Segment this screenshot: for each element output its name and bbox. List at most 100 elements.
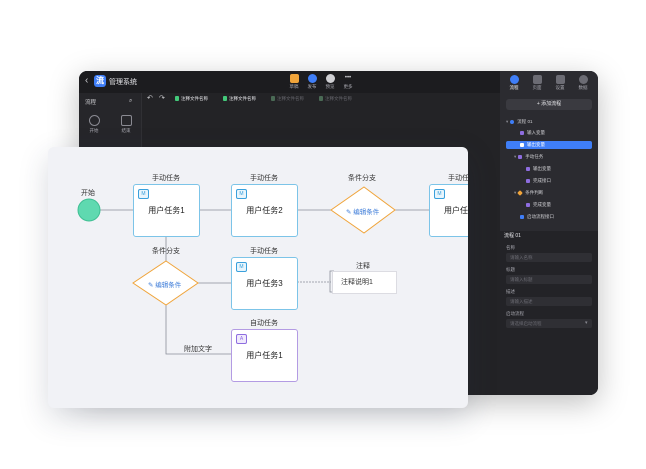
add-flow-button[interactable]: + 添加流程: [506, 99, 592, 110]
preview-button[interactable]: 预览: [321, 74, 339, 90]
more-icon: •••: [344, 75, 352, 81]
node-title: 用户任务1: [148, 206, 185, 215]
field-label: 标题: [506, 267, 515, 272]
tree-item[interactable]: ▾条件判断: [506, 189, 592, 197]
tree-item-label: 完成接口: [533, 178, 551, 183]
edit-icon: ✎: [148, 282, 154, 289]
condition-node[interactable]: [132, 260, 199, 306]
name-input[interactable]: 请输入名称: [506, 253, 592, 262]
tree-item-label: 输出变量: [533, 166, 551, 171]
tree-item[interactable]: ▾ 手动任务: [506, 153, 592, 161]
palette-item-start[interactable]: 开始: [83, 115, 105, 134]
file-icon: [319, 96, 323, 102]
draft-button[interactable]: 草稿: [285, 74, 303, 90]
page-icon: [532, 75, 542, 84]
palette-item-end[interactable]: 结束: [115, 115, 137, 134]
title-bar: ‹ 流 管理系统 草稿 发布 预览 ••• 更多: [79, 71, 500, 93]
left-panel-title: 流程: [85, 100, 97, 106]
condition-node[interactable]: [330, 186, 396, 234]
tree-item[interactable]: ▾ 流程 01: [506, 118, 592, 126]
right-panel: 流程 页面 设置 数据 + 添加流程 ▾ 流程 01 输入变量 输出变量 ▾ 手动任…: [500, 71, 598, 395]
task-node[interactable]: M 用户任务3: [231, 257, 298, 310]
file-tab[interactable]: 注释文件名称: [271, 95, 304, 103]
tab-settings[interactable]: 设置: [550, 75, 570, 91]
tree-item-label: 手动任务: [525, 154, 544, 159]
chevron-down-icon: ▾: [506, 119, 509, 124]
file-tab[interactable]: 注释文件名称: [223, 95, 256, 103]
task-node[interactable]: M 用户任务1: [133, 184, 200, 237]
file-icon: [271, 96, 275, 102]
tree-item[interactable]: 启动流程接口: [506, 213, 592, 221]
tab-data[interactable]: 数据: [573, 75, 593, 91]
tree-item[interactable]: 输出变量: [506, 165, 592, 173]
node-caption: 手动任务: [250, 248, 278, 255]
undo-icon[interactable]: ↶: [147, 95, 153, 102]
more-button[interactable]: ••• 更多: [339, 74, 357, 90]
palette-item-label: 开始: [89, 128, 99, 133]
variable-icon: [526, 202, 530, 207]
auto-task-node[interactable]: A 用户任务1: [231, 329, 298, 382]
manual-badge: M: [236, 262, 247, 272]
tree-item-label: 输出变量: [527, 142, 545, 147]
node-caption: 手动任: [448, 175, 468, 182]
title-input[interactable]: 请输入标题: [506, 275, 592, 284]
node-caption: 自动任务: [250, 320, 278, 327]
app-title: 管理系统: [109, 79, 137, 86]
edit-icon: ✎: [346, 209, 352, 216]
description-input[interactable]: 请输入描述: [506, 297, 592, 306]
node-title: 用户任务2: [246, 206, 283, 215]
task-node[interactable]: M 用户任务2: [231, 184, 298, 237]
condition-text: 编辑条件: [353, 209, 380, 216]
file-tab-label: 注释文件名称: [325, 96, 352, 101]
tree-item-label: 输入变量: [527, 130, 545, 135]
annotation-caption: 注释: [356, 263, 370, 270]
back-icon[interactable]: ‹: [85, 75, 89, 86]
flow-node-icon: [510, 119, 515, 124]
file-icon: [175, 96, 179, 102]
tree-item[interactable]: 完成接口: [506, 177, 592, 185]
condition-label[interactable]: ✎ 编辑条件: [346, 206, 379, 216]
file-tab[interactable]: 注释文件名称: [175, 95, 208, 103]
circle-icon: [88, 115, 100, 126]
file-tab-label: 注释文件名称: [229, 96, 256, 101]
tab-page[interactable]: 页面: [527, 75, 547, 91]
tab-label: 设置: [555, 85, 565, 90]
condition-text: 编辑条件: [155, 282, 182, 289]
settings-icon: [555, 75, 565, 84]
manual-badge: M: [434, 189, 445, 199]
search-icon[interactable]: ⌕: [129, 98, 133, 104]
preview-icon: [325, 74, 335, 83]
tree-item[interactable]: 完成变量: [506, 201, 592, 209]
node-caption: 手动任务: [250, 175, 278, 182]
condition-icon: [517, 189, 524, 196]
condition-caption: 条件分支: [348, 175, 376, 182]
flow-icon: [509, 75, 519, 84]
start-event[interactable]: [77, 198, 101, 222]
chevron-down-icon: ▾: [585, 320, 588, 326]
publish-button[interactable]: 发布: [303, 74, 321, 90]
node-title: 用户任务3: [246, 279, 283, 288]
edges-layer: [77, 186, 429, 355]
properties-header: 流程 01: [504, 233, 521, 239]
auto-badge: A: [236, 334, 247, 344]
draft-label: 草稿: [289, 84, 299, 89]
file-tab-bar: ↶ ↷ 注释文件名称 注释文件名称 注释文件名称 注释文件名称: [141, 93, 500, 105]
chevron-down-icon: ▾: [514, 154, 517, 159]
redo-icon[interactable]: ↷: [159, 95, 165, 102]
condition-label[interactable]: ✎ 编辑条件: [148, 279, 181, 289]
variable-icon: [526, 166, 530, 171]
tree-item-label: 流程 01: [517, 119, 533, 124]
file-tab[interactable]: 注释文件名称: [319, 95, 352, 103]
tree-item-selected[interactable]: 输出变量: [506, 141, 592, 149]
tab-label: 页面: [532, 85, 542, 90]
task-node[interactable]: M 用户任: [429, 184, 468, 237]
flow-canvas[interactable]: 开始 手动任务 M 用户任务1 手动任务 M 用户任务2 条件分支 ✎ 编辑条件…: [48, 147, 468, 408]
node-caption: 手动任务: [152, 175, 180, 182]
start-label: 开始: [81, 190, 95, 197]
chevron-down-icon: ▾: [514, 190, 517, 195]
annotation-note[interactable]: 注释说明1: [332, 271, 397, 294]
tab-flow[interactable]: 流程: [504, 75, 524, 91]
draft-icon: [289, 74, 299, 83]
start-flow-select[interactable]: 请选择启动流程: [506, 319, 592, 328]
tree-item[interactable]: 输入变量: [506, 129, 592, 137]
